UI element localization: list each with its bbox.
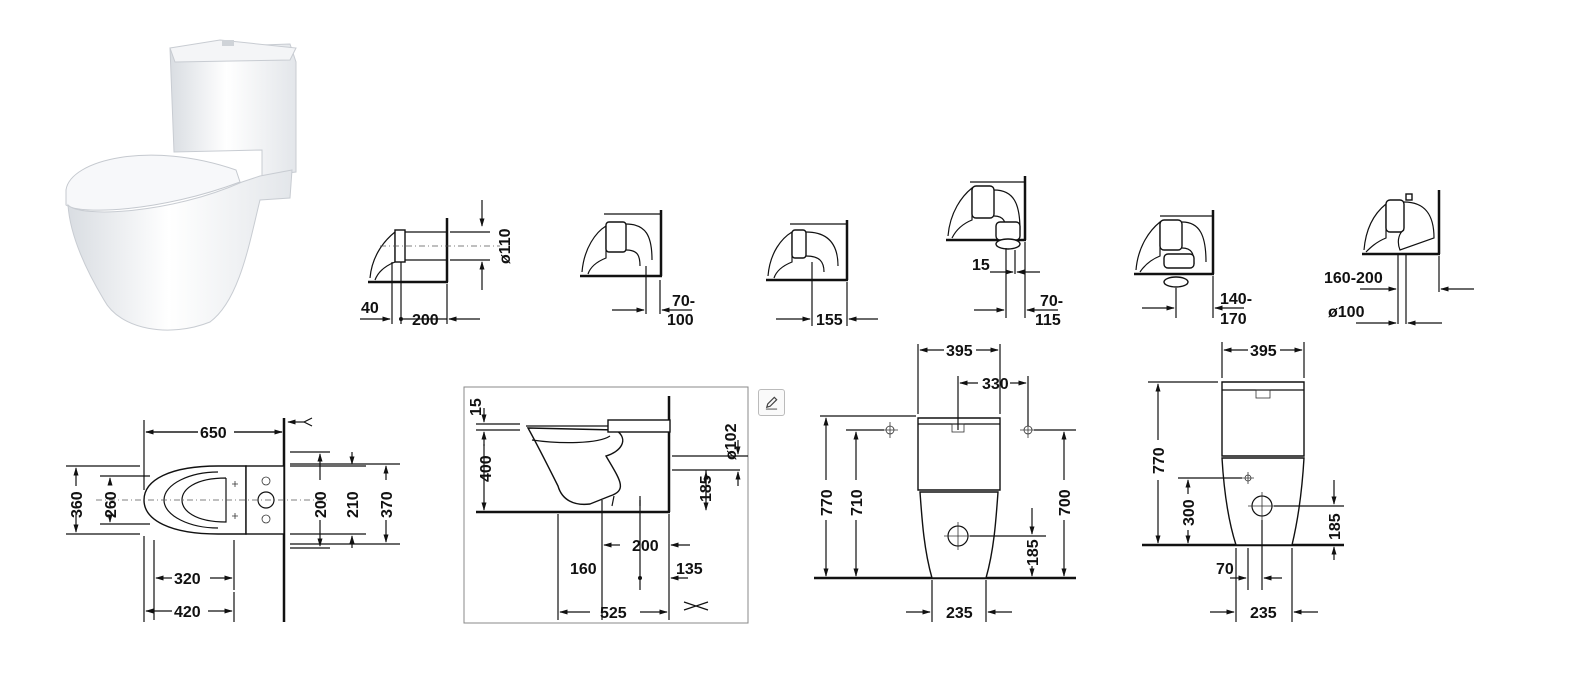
dim-label: 140-	[1220, 291, 1252, 308]
dim-label: 200	[632, 538, 659, 555]
dim-label: 320	[174, 571, 201, 588]
dim-label: 260	[103, 491, 120, 518]
pencil-icon	[765, 396, 778, 410]
pipe-detail-4: 15 70- 115	[946, 176, 1063, 329]
dim-label: ø100	[1328, 304, 1365, 321]
dim-label: 15	[972, 257, 990, 274]
dim-label: 155	[816, 312, 843, 329]
section-view-drawing: 15 400 ø102 185 200 160 135 525	[463, 386, 749, 624]
front-view-drawing: 395 330 770 710 700 185 235	[814, 343, 1076, 622]
dim-label: 210	[345, 491, 362, 518]
dim-label: 170	[1220, 311, 1247, 328]
dim-label: 420	[174, 604, 201, 621]
dim-label: 770	[1151, 447, 1168, 474]
dim-label: 400	[478, 455, 495, 482]
dim-label: 70-	[672, 293, 695, 310]
dim-label: 160	[570, 561, 597, 578]
dim-label: 160-200	[1324, 270, 1383, 287]
dim-label: 185	[698, 475, 715, 502]
dim-label: 395	[1250, 343, 1277, 360]
dim-label: 650	[200, 425, 227, 442]
dim-label: 770	[819, 489, 836, 516]
dim-label: 235	[1250, 605, 1277, 622]
dim-label: 115	[1035, 312, 1061, 329]
dim-label: 185	[1327, 513, 1344, 540]
dim-label: 235	[946, 605, 973, 622]
pipe-detail-5: 140- 170	[1134, 210, 1252, 328]
pipe-detail-2: 70- 100	[580, 210, 695, 329]
pipe-detail-3: 155	[766, 220, 878, 329]
dim-label: 710	[849, 489, 866, 516]
dim-label: 100	[667, 312, 694, 329]
pipe-detail-6: 160-200 ø100	[1324, 190, 1474, 326]
dim-label: 40	[361, 300, 379, 317]
dim-label: 185	[1025, 539, 1042, 566]
top-view-drawing: 650 360 260 200 210 370 320 420	[66, 417, 400, 622]
dim-label: 70	[1216, 561, 1234, 578]
dim-label: 330	[982, 376, 1009, 393]
side-view-drawing: 395 770 300 185 70 235	[1142, 342, 1344, 622]
dim-label: 15	[468, 398, 485, 416]
dim-label: 70-	[1040, 293, 1063, 310]
dim-label: 200	[313, 491, 330, 518]
dim-label: ø110	[497, 228, 514, 264]
dim-label: 395	[946, 343, 973, 360]
edit-button[interactable]	[758, 389, 785, 416]
pipe-detail-1: ø110 40 200	[360, 200, 514, 329]
dim-label: 700	[1057, 489, 1074, 516]
dim-label: 200	[412, 312, 439, 329]
dim-label: 300	[1181, 499, 1198, 526]
dim-label: ø102	[723, 423, 740, 460]
product-photo	[65, 39, 297, 331]
dim-label: 135	[676, 561, 703, 578]
dim-label: 525	[600, 605, 627, 622]
dim-label: 360	[69, 491, 86, 518]
dim-label: 370	[379, 491, 396, 518]
